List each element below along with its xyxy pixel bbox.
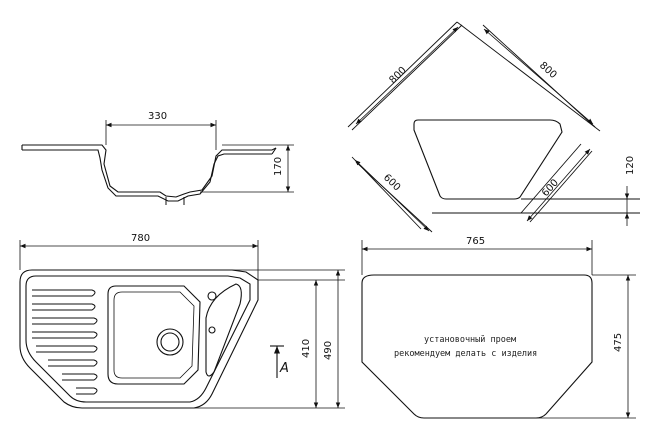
section-mark — [270, 345, 284, 378]
corner-top-view — [347, 21, 640, 233]
corner-front-right-label: 600 — [540, 177, 561, 199]
main-bowl-drain — [156, 328, 184, 356]
section-width-label: 330 — [148, 111, 167, 122]
main-bowl — [107, 285, 201, 385]
cutout-note-line1: установочный проем — [424, 335, 516, 345]
cutout-outline — [361, 274, 593, 419]
cutout-width-dimension — [361, 240, 593, 275]
small-drain — [208, 326, 216, 334]
section-depth-dimension — [200, 144, 294, 193]
corner-side-left-label: 800 — [387, 65, 408, 86]
small-bowl — [205, 283, 242, 377]
cutout-depth-dimension — [536, 274, 636, 419]
section-mark-label: A — [279, 361, 289, 376]
faucet-hole — [207, 291, 217, 301]
cutout-depth-label: 475 — [613, 333, 624, 352]
plan-view — [19, 269, 259, 409]
corner-arrows — [354, 26, 630, 232]
plan-depth-dimensions — [194, 269, 345, 409]
cutout-width-label: 765 — [466, 236, 485, 247]
plan-width-dimension — [19, 240, 259, 280]
plan-outer-contour — [19, 269, 259, 409]
corner-overhang-label: 120 — [625, 156, 636, 175]
section-view — [21, 144, 277, 205]
plan-inner-contour — [25, 275, 251, 403]
cutout-note-line2: рекомендуем делать с изделия — [394, 349, 537, 359]
plan-width-label: 780 — [131, 233, 150, 244]
corner-sink-outline — [413, 119, 563, 200]
section-width-dimension — [105, 120, 217, 150]
section-depth-label: 170 — [273, 157, 284, 176]
plan-depth-inner-label: 410 — [301, 339, 312, 358]
plan-depth-total-label: 490 — [323, 341, 334, 360]
drainboard-ribs — [32, 289, 98, 395]
section-profile-inner — [22, 149, 272, 202]
section-profile-outer — [22, 144, 277, 198]
